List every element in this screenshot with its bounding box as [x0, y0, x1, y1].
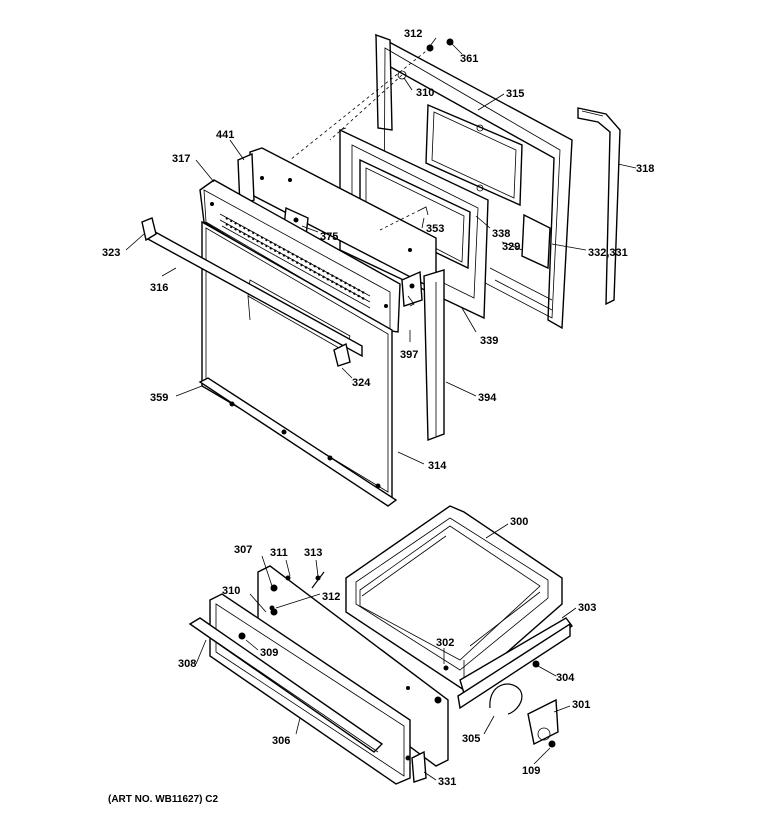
callout-375: 375 [320, 231, 338, 243]
callout-310-top: 310 [416, 87, 434, 99]
callout-397: 397 [400, 349, 418, 361]
callout-308: 308 [178, 658, 196, 670]
door-handle [141, 217, 363, 367]
callout-441: 441 [216, 129, 234, 141]
callout-317: 317 [172, 153, 190, 165]
outer-door-panel [375, 33, 573, 330]
callout-316: 316 [150, 282, 168, 294]
callout-302: 302 [436, 637, 454, 649]
callout-311: 311 [270, 547, 288, 559]
callout-361: 361 [460, 53, 478, 65]
callout-338: 338 [492, 228, 510, 240]
callout-314: 314 [428, 460, 447, 472]
callout-306: 306 [272, 735, 290, 747]
callout-301: 301 [572, 699, 590, 711]
callout-312-mid: 312 [322, 591, 340, 603]
callout-303: 303 [578, 602, 596, 614]
drawer-spring [489, 683, 523, 715]
callout-315: 315 [506, 88, 524, 100]
callout-329: 329 [502, 241, 520, 253]
callout-307: 307 [234, 544, 252, 556]
callout-359: 359 [150, 392, 168, 404]
callout-304: 304 [556, 672, 575, 684]
callout-300: 300 [510, 516, 528, 528]
door-bottom-trim [198, 377, 398, 507]
callout-310-mid: 310 [222, 585, 240, 597]
drawer-trim-bar [188, 617, 384, 753]
callout-324: 324 [352, 377, 371, 389]
drawer-body [345, 505, 563, 691]
bottom-bracket [411, 750, 427, 783]
inner-door-liner [237, 147, 445, 442]
door-side-trim [577, 107, 621, 306]
alignment-lines [289, 47, 431, 231]
callout-331-bottom: 331 [438, 776, 456, 788]
callout-353: 353 [426, 223, 444, 235]
drawer-side-rail [457, 617, 573, 710]
callout-332-331: 332,331 [588, 247, 628, 259]
leader-lines [125, 37, 637, 781]
callout-109: 109 [522, 765, 540, 777]
callout-313: 313 [304, 547, 322, 559]
callout-318: 318 [636, 163, 654, 175]
callout-394: 394 [478, 392, 497, 404]
inner-glass-frame [339, 127, 489, 320]
callout-312-top: 312 [404, 28, 422, 40]
callout-309: 309 [260, 647, 278, 659]
vent-trim-panel [199, 179, 401, 333]
callout-labels: 312 361 310 315 318 441 317 338 353 329 … [102, 28, 654, 805]
callout-323: 323 [102, 247, 120, 259]
drawer-bracket [527, 698, 559, 748]
small-parts-lower [269, 571, 540, 671]
callout-305: 305 [462, 733, 480, 745]
art-number: (ART NO. WB11627) C2 [108, 794, 218, 805]
callout-339: 339 [480, 335, 498, 347]
